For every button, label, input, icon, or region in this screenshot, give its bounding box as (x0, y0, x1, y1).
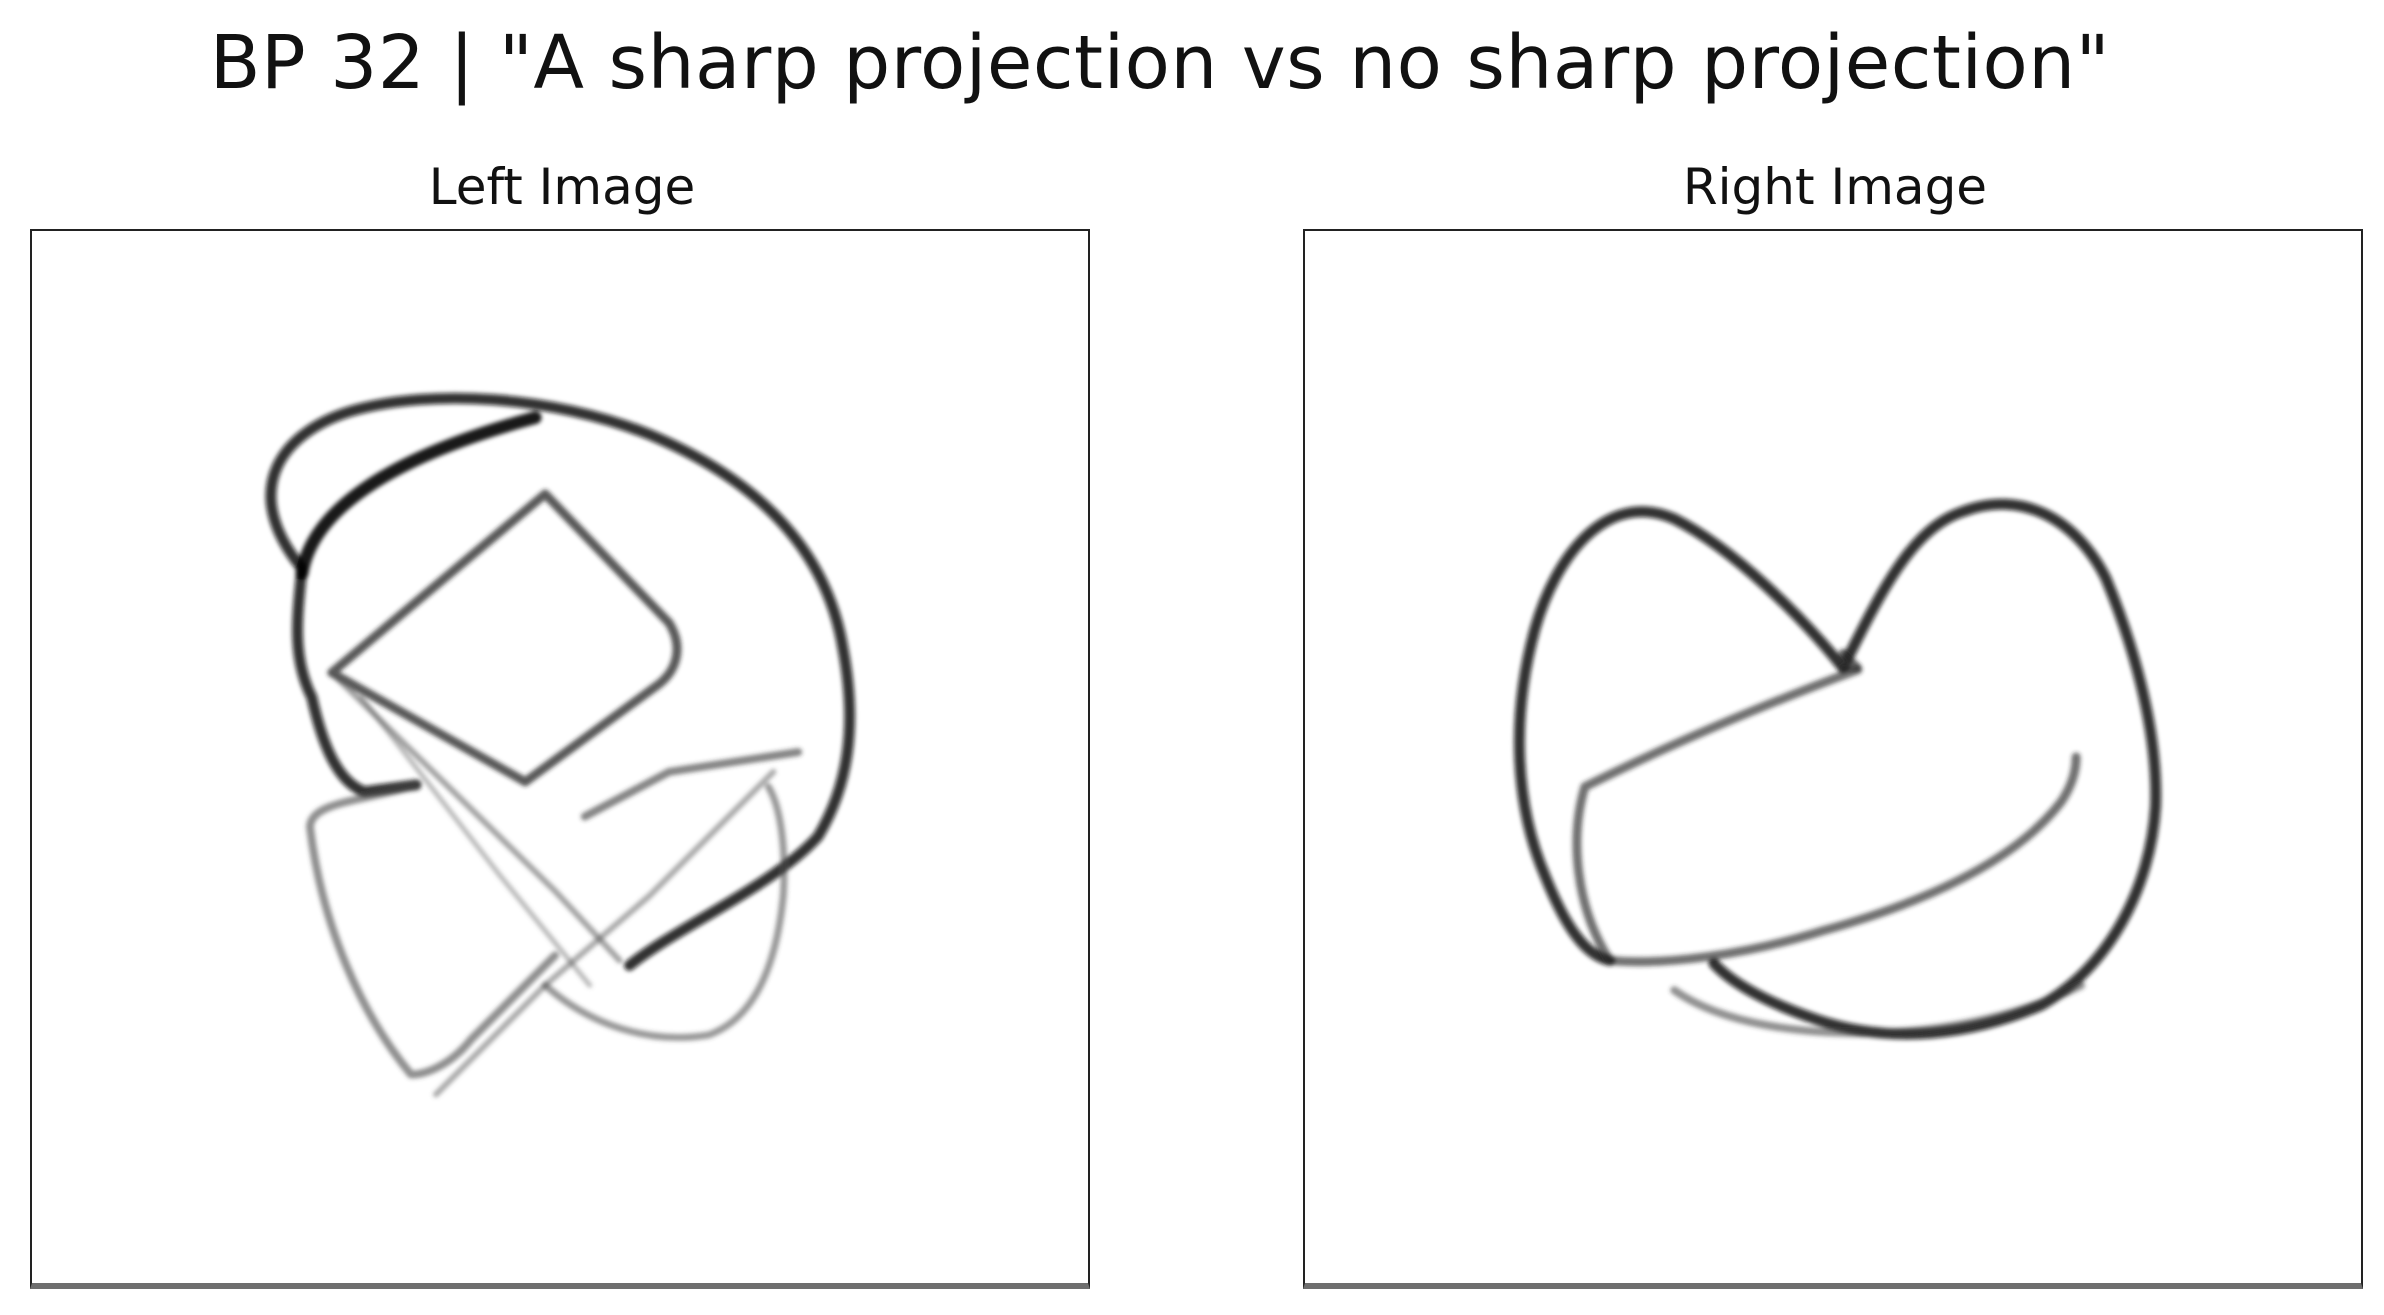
bottom-curve-stroke (1670, 981, 2086, 1038)
left-image-panel (30, 229, 1090, 1289)
sketch-sharp-projection-icon (265, 392, 856, 1098)
notch-tip-stroke (1838, 648, 1862, 672)
sketch-no-sharp-projection-icon (1513, 498, 2162, 1040)
lower-right-bowl-stroke (541, 783, 788, 1041)
outline-head-stroke (265, 392, 856, 971)
inner-square-stroke (327, 489, 682, 787)
right-panel-title: Right Image (1682, 158, 1988, 216)
upper-arc-stroke (295, 411, 542, 580)
diagonal-stroke-3 (432, 768, 777, 1098)
lower-left-drop-stroke (305, 780, 560, 1079)
inner-arc-stroke (1572, 665, 2081, 967)
right-image-panel (1303, 229, 2363, 1289)
left-panel-title: Left Image (428, 158, 696, 216)
diagonal-stroke-2 (359, 694, 593, 988)
figure-title: BP 32 | "A sharp projection vs no sharp … (209, 20, 2111, 106)
horizontal-stroke (580, 748, 803, 821)
